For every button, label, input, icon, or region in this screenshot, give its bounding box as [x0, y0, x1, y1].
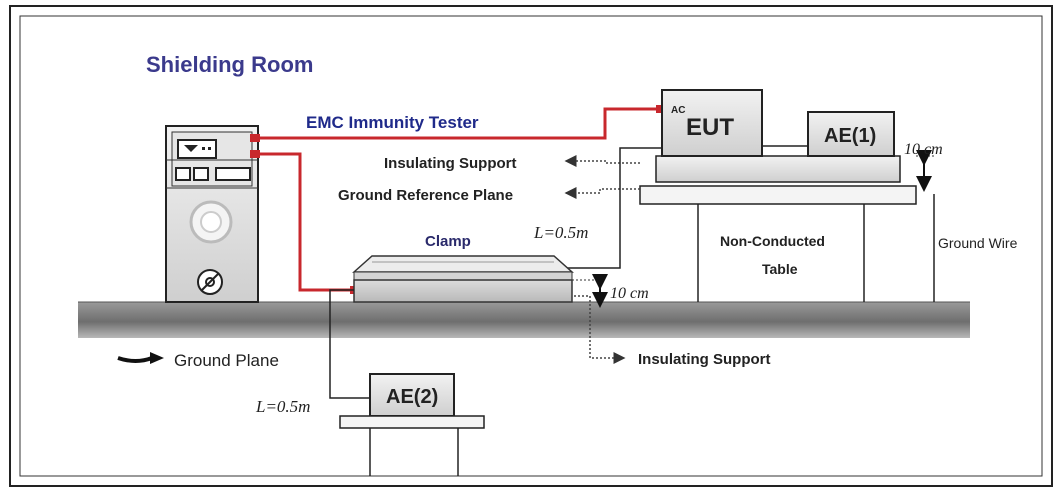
height-clamp-label: 10 cm: [610, 285, 649, 302]
clamp-label: Clamp: [425, 233, 471, 250]
insulating-support-bottom-label: Insulating Support: [638, 351, 771, 368]
ground-reference-plane-label: Ground Reference Plane: [338, 187, 513, 204]
non-conducted-label: Non-Conducted: [720, 233, 825, 249]
emc-tester-cabinet: [165, 125, 260, 303]
length-bottom-label: L=0.5m: [255, 397, 310, 416]
ae2-box: [369, 373, 455, 417]
eut-table: [639, 155, 935, 302]
clamp-to-ae2-cable: [329, 289, 370, 399]
insulating-support-top-arrow: [564, 155, 640, 167]
page-title: Shielding Room: [146, 52, 313, 77]
tester-slot: [215, 167, 251, 181]
tester-display-arrow-icon: [184, 145, 198, 152]
ground-reference-plane-block: [639, 185, 917, 205]
ae2-table-top: [339, 415, 485, 429]
eut-label: EUT: [686, 114, 734, 141]
ground-plane-bar: [78, 302, 970, 338]
ae2-label: AE(2): [386, 386, 438, 408]
insulating-support-top-label: Insulating Support: [384, 155, 517, 172]
tester-display: [177, 139, 217, 159]
clamp-device: [352, 255, 574, 303]
tester-label: EMC Immunity Tester: [306, 113, 479, 132]
eut-ac-label: AC: [671, 105, 685, 116]
ae1-box: [807, 111, 895, 157]
ground-plane-arrow-icon: [117, 356, 153, 363]
tester-button-2: [193, 167, 209, 181]
ground-plane-label: Ground Plane: [174, 351, 279, 370]
length-top-label: L=0.5m: [533, 223, 588, 242]
table-label: Table: [762, 261, 798, 277]
insulating-support-block: [655, 155, 901, 183]
cable-to-clamp: [260, 152, 354, 292]
eut-port: [656, 105, 665, 113]
height-top-label: 10 cm: [904, 141, 943, 158]
cable-to-eut: [260, 107, 662, 140]
ae1-label: AE(1): [824, 125, 876, 147]
eut-box: [661, 89, 763, 157]
eut-to-clamp-cable: [566, 147, 662, 269]
ground-wire-label: Ground Wire: [938, 235, 1018, 251]
tester-port-2: [250, 150, 260, 158]
tester-port-1: [250, 134, 260, 142]
tester-button-1: [175, 167, 191, 181]
inner-frame: [19, 15, 1043, 477]
insulating-support-bottom-arrow: [574, 295, 626, 364]
